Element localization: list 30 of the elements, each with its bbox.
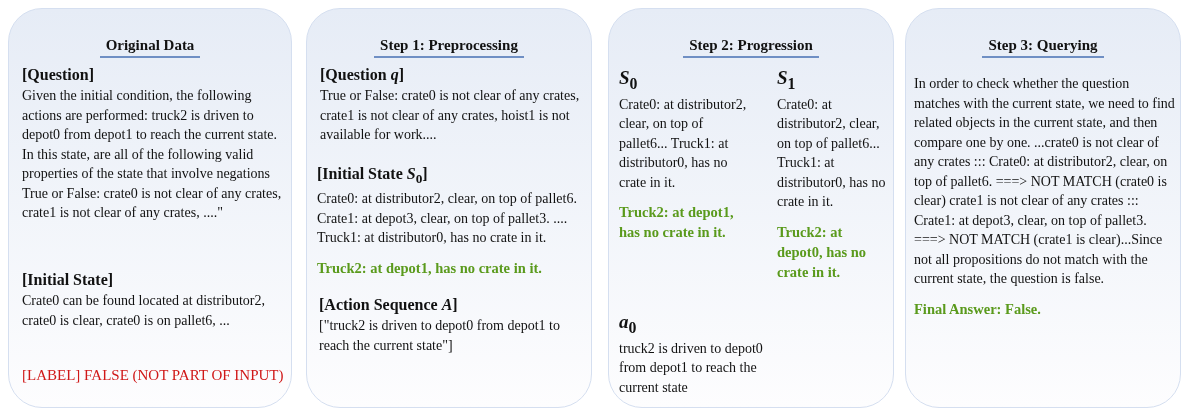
section-heading: a$_{0}$ xyxy=(619,311,638,337)
panel-card xyxy=(8,8,292,408)
panel-heading: Step 3: Querying xyxy=(982,37,1104,58)
body-text: Crate0 can be found located at distributor2, crate0 is clear, crate0 is on pallet6, ... xyxy=(22,292,266,330)
panel-heading: Step 1: Preprocessing xyxy=(374,37,524,58)
body-text: Crate0: at distributor2, clear, on top of pallet6... Truck1: at distributor0, has no crate in it. xyxy=(619,95,748,192)
section-heading: S$_{1}$ xyxy=(777,67,797,93)
body-text: Crate0: at distributor2, clear, on top of pallet6... Truck1: at distributor0, has no crate in it. xyxy=(777,95,887,212)
body-text: In order to check whether the question matches with the current state, we need to find related objects in the current state, and then compare one by one. ...crate0 is not clear of any crates ::: Crate0: at distributor2, clear, on top of pallet6. ===> NOT MATCH (crate0 is clear) crate1 is not clear of any crates ::: Crate1: at depot3, clear, on top of pallet3. ===> NOT MATCH (crate1 is clear)...Since not all propositions do not match with the current state, the question is false. xyxy=(914,75,1176,288)
body-text: ["truck2 is driven to depot0 from depot1 to reach the current state"] xyxy=(319,317,561,355)
section-heading: [Initial State S$_{0}$] xyxy=(317,165,429,188)
panel-card xyxy=(905,8,1181,408)
section-heading: [Question] xyxy=(22,66,95,84)
panel-card xyxy=(306,8,592,408)
body-text: Given the initial condition, the following actions are performed: truck2 is driven to depot0 from depot1 to reach the current state. In this state, are all of the following valid properties of the state that involve negations True or False: crate0 is not clear of any crates, crate1 is not clear of any crates, ...." xyxy=(22,87,283,222)
section-heading: [Action Sequence A] xyxy=(319,296,459,314)
panel-heading: Original Data xyxy=(99,37,201,58)
section-heading: [Initial State] xyxy=(22,271,115,289)
highlight-text: Truck2: at depot0, has no crate in it. xyxy=(777,222,868,282)
highlight-text: Final Answer: False. xyxy=(914,299,1042,319)
section-heading: [Question q] xyxy=(320,66,405,84)
body-text: Crate0: at distributor2, clear, on top of pallet6. Crate1: at depot3, clear, on top of pallet3. .... Truck1: at distributor0, has no crate in it. xyxy=(317,190,578,248)
panel-card xyxy=(608,8,894,408)
panel-heading: Step 2: Progression xyxy=(683,37,819,58)
label-text: [LABEL] FALSE (NOT PART OF INPUT) xyxy=(22,366,284,385)
body-text: True or False: crate0 is not clear of any crates, crate1 is not clear of any crates, hoist1 is not available for work.... xyxy=(320,87,581,144)
body-text: truck2 is driven to depot0 from depot1 to reach the current state xyxy=(619,339,764,397)
section-heading: S$_{0}$ xyxy=(619,67,639,93)
highlight-text: Truck2: at depot1, has no crate in it. xyxy=(317,258,543,278)
highlight-text: Truck2: at depot1, has no crate in it. xyxy=(619,203,735,243)
